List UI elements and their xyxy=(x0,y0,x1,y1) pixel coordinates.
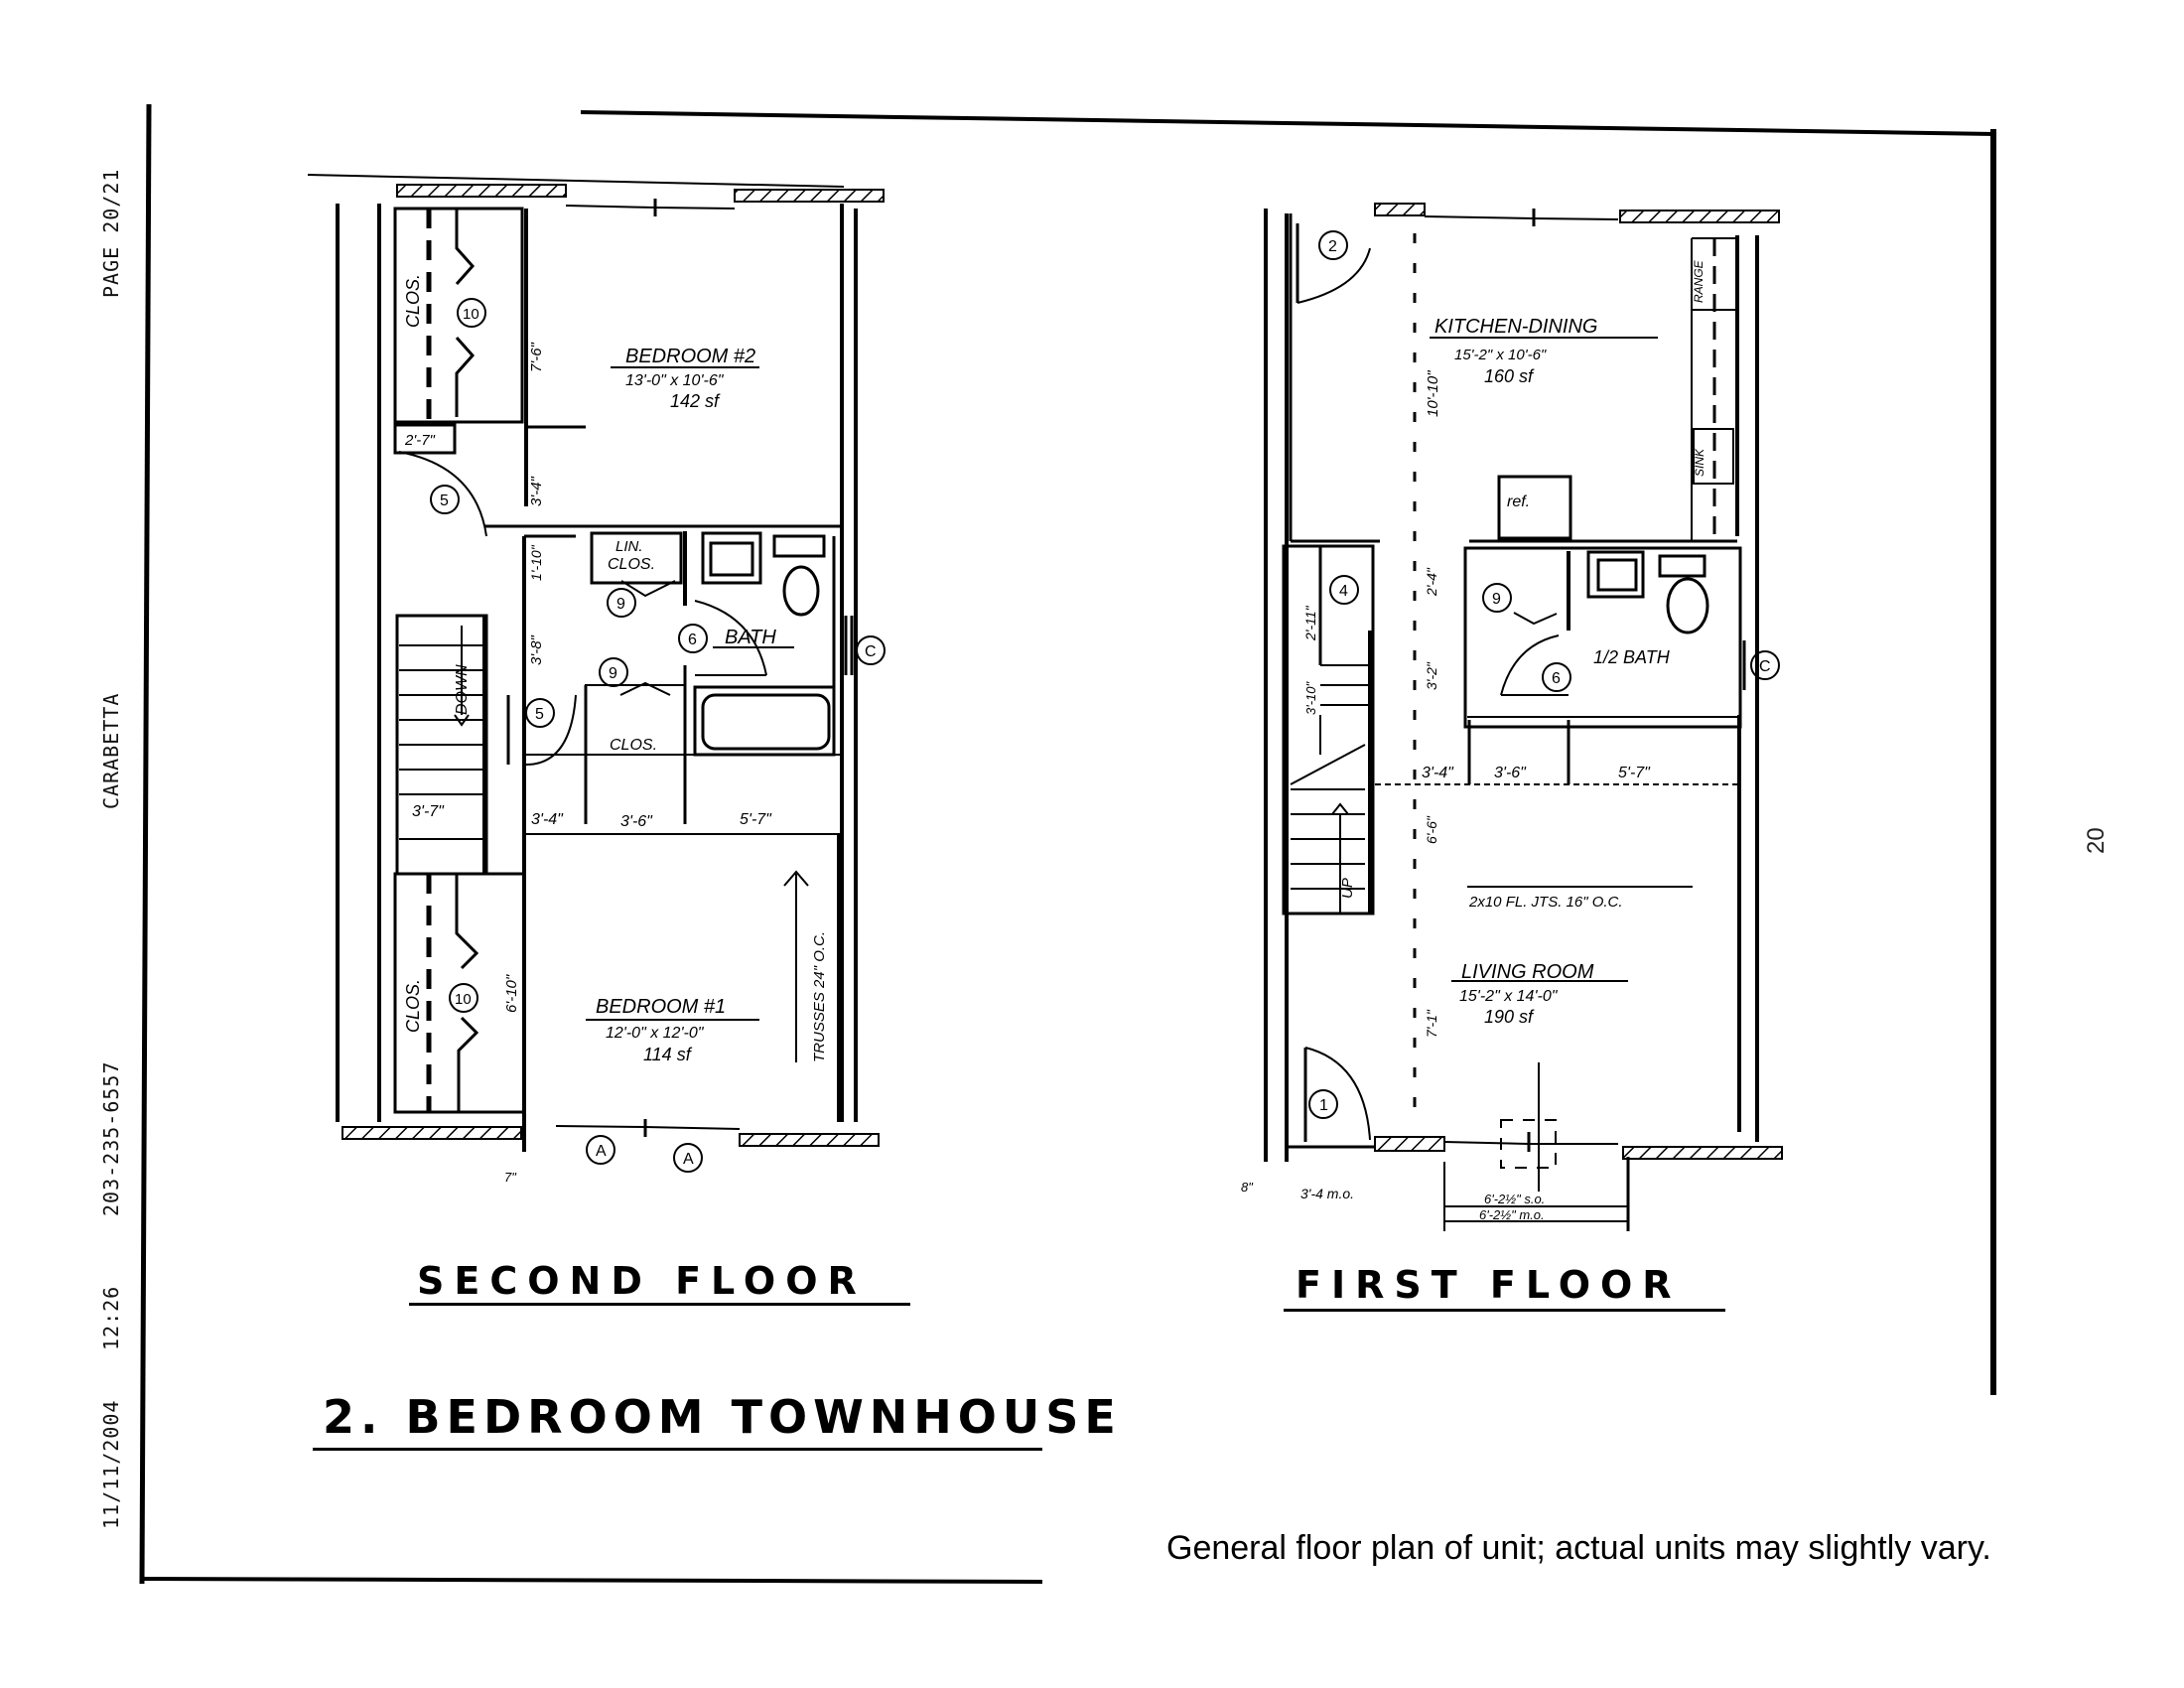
sink-label: SINK xyxy=(1693,448,1706,477)
tag-10-bottom: 10 xyxy=(455,991,472,1008)
tag-9-a: 9 xyxy=(616,596,625,613)
dim-3-4: 3'-4" xyxy=(1422,765,1454,781)
stair-down-label: DOWN xyxy=(454,664,471,715)
dim-3-6: 3'-6" xyxy=(1494,765,1527,781)
first-floor-plan xyxy=(1264,203,1783,1231)
living-room-label: LIVING ROOM xyxy=(1461,961,1594,983)
second-floor-plan xyxy=(307,174,885,1152)
tag-2: 2 xyxy=(1328,238,1337,255)
dim-7-1: 7'-1" xyxy=(1424,1009,1439,1038)
kitchen-dining-dimensions: 15'-2" x 10'-6" xyxy=(1454,347,1547,363)
dim-3-8: 3'-8" xyxy=(528,634,545,665)
kitchen-dining-area: 160 sf xyxy=(1484,366,1535,386)
living-room-area: 190 sf xyxy=(1484,1007,1535,1027)
dim-8: 8" xyxy=(1241,1180,1254,1195)
bath-label: BATH xyxy=(725,627,776,648)
dim-6-10: 6'-10" xyxy=(503,974,520,1013)
tag-6: 6 xyxy=(1552,670,1561,687)
first-floor-tags: 2 4 9 6 C 1 xyxy=(1308,230,1780,1119)
floor-plan-disclaimer: General floor plan of unit; actual units… xyxy=(1166,1529,1991,1567)
page-border xyxy=(139,103,1996,1585)
tag-4: 4 xyxy=(1339,583,1348,600)
tag-6: 6 xyxy=(688,632,697,648)
tag-10-top: 10 xyxy=(463,306,479,323)
dim-5-7: 5'-7" xyxy=(740,811,772,828)
bedroom-2-dimensions: 13'-0" x 10'-6" xyxy=(625,372,725,389)
dim-3-4-mo: 3'-4 m.o. xyxy=(1300,1186,1354,1201)
dim-6-2-mo: 6'-2½" m.o. xyxy=(1479,1207,1545,1222)
dim-5-7: 5'-7" xyxy=(1618,765,1651,781)
first-floor-labels: KITCHEN-DINING 15'-2" x 10'-6" 160 sf re… xyxy=(1241,259,1706,1222)
document-title: 2. BEDROOM TOWNHOUSE xyxy=(323,1390,1122,1444)
dim-2-4: 2'-4" xyxy=(1424,567,1439,597)
tag-window-c: C xyxy=(865,643,877,660)
dim-6-6: 6'-6" xyxy=(1424,815,1439,844)
hall-closet-label: CLOS. xyxy=(610,737,657,754)
living-room-dimensions: 15'-2" x 14'-0" xyxy=(1459,988,1559,1005)
tag-window-a-1: A xyxy=(596,1143,607,1160)
tag-window-c: C xyxy=(1759,658,1771,675)
dim-10-10: 10'-10" xyxy=(1425,370,1441,417)
tag-9: 9 xyxy=(1492,591,1501,608)
tag-window-a-2: A xyxy=(683,1151,694,1168)
linen-closet-label-2: CLOS. xyxy=(608,556,655,573)
stair-up-label: UP xyxy=(1339,878,1356,899)
bedroom-1-label: BEDROOM #1 xyxy=(596,996,726,1018)
tag-9-b: 9 xyxy=(609,665,617,682)
document-title-underline xyxy=(313,1448,1042,1451)
dim-3-7: 3'-7" xyxy=(412,803,445,820)
tag-1: 1 xyxy=(1319,1097,1328,1114)
closet-bottom-label: CLOS. xyxy=(403,979,423,1033)
first-floor-title-underline xyxy=(1284,1309,1725,1312)
bedroom-2-area: 142 sf xyxy=(670,391,721,411)
dim-3-4-upper: 3'-4" xyxy=(528,476,545,506)
first-floor-title: FIRST FLOOR xyxy=(1296,1263,1682,1307)
dim-2-7: 2'-7" xyxy=(404,432,436,449)
dim-7: 7" xyxy=(504,1170,517,1185)
dim-3-4: 3'-4" xyxy=(531,811,564,828)
floor-joists-note: 2x10 FL. JTS. 16" O.C. xyxy=(1468,894,1623,911)
half-bath-label: 1/2 BATH xyxy=(1593,647,1671,667)
bedroom-1-dimensions: 12'-0" x 12'-0" xyxy=(606,1025,705,1042)
bedroom-2-label: BEDROOM #2 xyxy=(625,346,755,367)
dim-1-10: 1'-10" xyxy=(528,544,544,581)
refrigerator-label: ref. xyxy=(1507,493,1530,510)
tag-5-mid: 5 xyxy=(535,706,544,723)
second-floor-tags: 10 5 9 6 9 5 C 10 A A xyxy=(430,298,886,1173)
bedroom-1-area: 114 sf xyxy=(643,1045,693,1064)
dim-3-2: 3'-2" xyxy=(1424,661,1439,690)
kitchen-dining-label: KITCHEN-DINING xyxy=(1434,316,1597,338)
dim-6-2-so: 6'-2½" s.o. xyxy=(1484,1192,1545,1206)
dim-3-10: 3'-10" xyxy=(1303,680,1318,715)
second-floor-title: SECOND FLOOR xyxy=(417,1259,867,1303)
second-floor-title-underline xyxy=(409,1303,910,1306)
dim-7-6: 7'-6" xyxy=(528,342,545,372)
second-floor-labels: BEDROOM #2 13'-0" x 10'-6" 142 sf BEDROO… xyxy=(403,274,828,1185)
range-label: RANGE xyxy=(1692,259,1706,303)
dim-2-11: 2'-11" xyxy=(1302,605,1318,641)
trusses-note: TRUSSES 24" O.C. xyxy=(811,931,828,1062)
closet-top-label: CLOS. xyxy=(403,274,423,328)
dim-3-6: 3'-6" xyxy=(620,813,653,830)
linen-closet-label-1: LIN. xyxy=(615,538,643,555)
tag-5-top: 5 xyxy=(440,492,449,509)
